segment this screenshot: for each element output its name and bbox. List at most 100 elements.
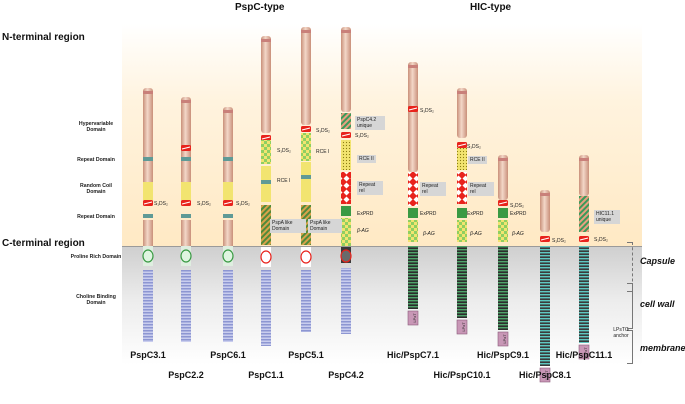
sds-motif-mark bbox=[181, 201, 191, 205]
annotation-exprd: ExPRD bbox=[467, 211, 484, 217]
choline-binding-domain bbox=[301, 270, 311, 332]
annotation-hic11-unique: HIC11.1 unique bbox=[594, 210, 620, 224]
annotation-repeat-rel: Repeat rel bbox=[420, 182, 446, 196]
hic11-unique-domain bbox=[579, 196, 589, 232]
annotation-sds2: S₁DS₂ bbox=[467, 144, 481, 150]
tip-band bbox=[498, 158, 508, 161]
lpxtg-box bbox=[407, 310, 419, 326]
pspa-like-domain bbox=[301, 205, 311, 245]
label-hic-pspc7-1: Hic/PspC7.1 bbox=[386, 350, 440, 360]
hic-repeat-tail bbox=[579, 246, 589, 343]
sds-motif-mark bbox=[301, 127, 311, 131]
yellow-segment bbox=[301, 162, 311, 202]
hypervariable-stalk bbox=[261, 36, 271, 133]
label-pspc5-1: PspC5.1 bbox=[288, 350, 324, 360]
tip-band bbox=[223, 110, 233, 113]
lpxtg-box bbox=[578, 344, 590, 360]
annotation-beta-ag: β-AG bbox=[357, 228, 369, 234]
choline-binding-domain bbox=[341, 268, 351, 334]
tip-band bbox=[579, 158, 589, 161]
tip-band bbox=[143, 91, 153, 94]
annotation-sds2: S₁DS₂ bbox=[552, 238, 566, 244]
hypervariable-stalk bbox=[301, 27, 311, 125]
rce-domain bbox=[261, 140, 271, 164]
annotation-sds2: S₁DS₂ bbox=[197, 201, 211, 207]
exprd-domain bbox=[341, 206, 351, 216]
random-coil-segment bbox=[143, 182, 153, 200]
sds-motif-mark bbox=[181, 146, 191, 150]
sds-motif-mark bbox=[457, 143, 467, 147]
pspc42-unique-domain bbox=[341, 113, 351, 129]
label-pspc1-1: PspC1.1 bbox=[248, 370, 284, 380]
hypervariable-domain-label: Hypervariable Domain bbox=[78, 121, 114, 133]
label-pspc2-2: PspC2.2 bbox=[168, 370, 204, 380]
n-terminal-label: N-terminal region bbox=[2, 32, 85, 43]
annotation-exprd: ExPRD bbox=[357, 211, 374, 217]
annotation-rce1: RCE I bbox=[316, 149, 330, 155]
lpxtg-box bbox=[539, 367, 551, 383]
pspa-like-domain bbox=[261, 205, 271, 245]
capsule-bracket bbox=[627, 242, 633, 292]
proline-rich-ring bbox=[340, 249, 352, 263]
annotation-exprd: ExPRD bbox=[420, 211, 437, 217]
tip-band bbox=[408, 65, 418, 68]
pspc-type-header: PspC-type bbox=[235, 2, 285, 13]
repeat-segment bbox=[223, 220, 233, 246]
hypervariable-stalk bbox=[223, 107, 233, 200]
label-hic-pspc11-1: Hic/PspC11.1 bbox=[555, 350, 613, 360]
lpxtg-text: LPxT bbox=[583, 347, 588, 357]
label-pspc4-2: PspC4.2 bbox=[328, 370, 364, 380]
annotation-repeat-rel: Repeat rel bbox=[357, 181, 383, 195]
hypervariable-stalk bbox=[408, 62, 418, 172]
region-divider bbox=[122, 246, 642, 247]
annotation-sds2: S₁DS₂ bbox=[510, 203, 524, 209]
membrane-bracket bbox=[627, 330, 633, 364]
annotation-sds2: S₁DS₂ bbox=[316, 128, 330, 134]
hypervariable-stalk bbox=[498, 155, 508, 200]
tip-band bbox=[341, 30, 351, 33]
annotation-sds2: S₁DS₂ bbox=[420, 108, 434, 114]
repeat-band bbox=[143, 157, 153, 161]
random-coil-segment bbox=[223, 182, 233, 200]
sds-motif-mark bbox=[261, 136, 271, 140]
repeat-rel-domain bbox=[341, 172, 351, 204]
annotation-beta-ag: β-AG bbox=[512, 231, 524, 237]
rce2-domain bbox=[457, 148, 467, 170]
repeat-segment bbox=[181, 220, 191, 246]
repeat-band bbox=[261, 180, 271, 184]
choline-binding-domain bbox=[181, 270, 191, 342]
beta-ag-domain bbox=[341, 218, 351, 246]
choline-binding-domain bbox=[261, 270, 271, 346]
repeat-rel-domain bbox=[457, 172, 467, 204]
lpxtg-text: LPxT bbox=[544, 370, 549, 380]
hic-repeat-tail bbox=[408, 246, 418, 309]
repeat-band bbox=[181, 214, 191, 218]
c-terminal-label: C-terminal region bbox=[2, 238, 85, 249]
sds-motif-mark bbox=[408, 107, 418, 111]
proline-rich-ring bbox=[300, 250, 312, 264]
annotation-sds2: S₁DS₂ bbox=[236, 201, 250, 207]
hic-repeat-tail bbox=[498, 246, 508, 330]
sds-motif-mark bbox=[498, 201, 508, 205]
lpxtg-box bbox=[456, 319, 468, 335]
n-terminal-background bbox=[122, 24, 642, 247]
hypervariable-stalk bbox=[341, 27, 351, 112]
annotation-sds2: S₁DS₂ bbox=[355, 133, 369, 139]
choline-binding-domain bbox=[143, 270, 153, 342]
lpxtg-text: LPxT bbox=[461, 322, 466, 332]
repeat-band bbox=[143, 214, 153, 218]
annotation-pspc42-unique: PspC4.2 unique bbox=[355, 116, 385, 130]
capsule-label: Capsule bbox=[640, 256, 676, 266]
lpxtg-box bbox=[497, 331, 509, 347]
label-hic-pspc8-1: Hic/PspC8.1 bbox=[518, 370, 572, 380]
sds-motif-mark bbox=[223, 201, 233, 205]
repeat-segment bbox=[143, 220, 153, 246]
hypervariable-stalk bbox=[579, 155, 589, 196]
lpxtg-anchor-label: LPsTG anchor bbox=[613, 327, 629, 339]
random-coil-segment bbox=[181, 182, 191, 200]
random-coil-domain-label: Random Coil Domain bbox=[80, 183, 112, 195]
c-terminal-background bbox=[122, 247, 642, 365]
repeat-band bbox=[223, 157, 233, 161]
